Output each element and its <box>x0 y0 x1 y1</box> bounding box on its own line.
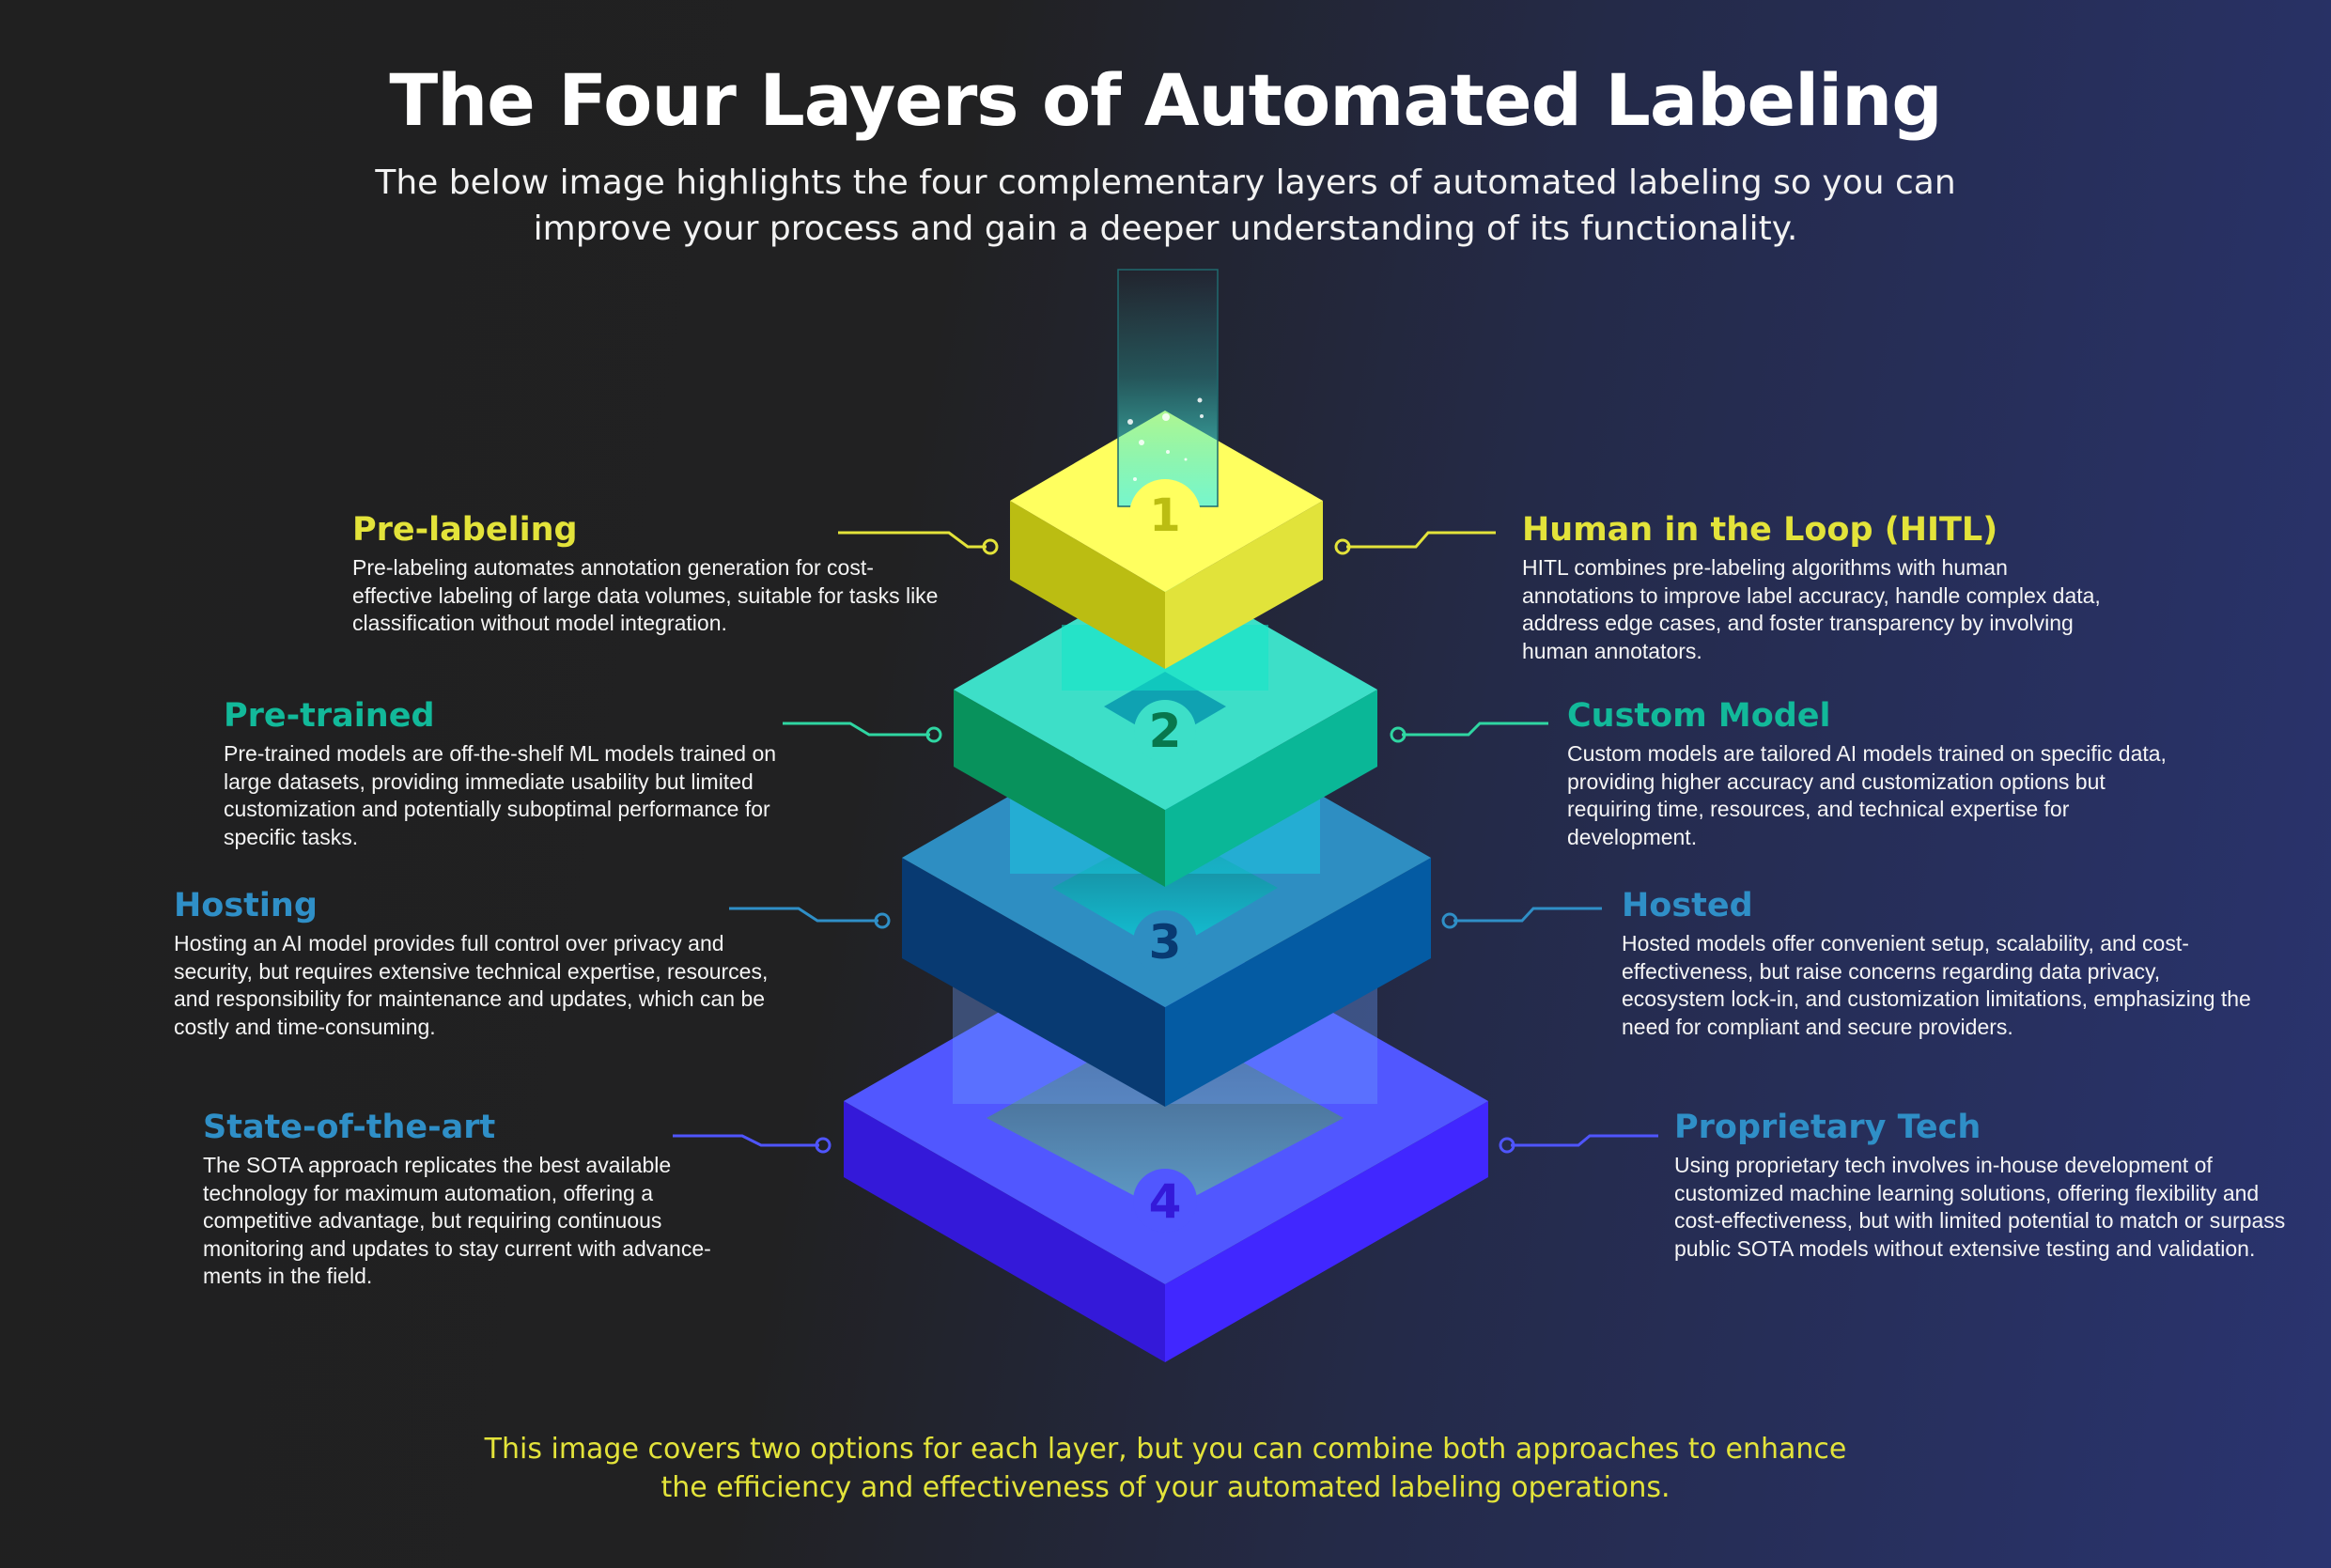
layer-2-right-title: Custom Model <box>1567 697 1831 735</box>
footer-line-2: the efficiency and effectiveness of your… <box>660 1471 1671 1504</box>
layer-1-right-block: Human in the Loop (HITL) HITL combines p… <box>1522 509 2105 665</box>
layer-1-number: 1 <box>1149 489 1180 542</box>
layer-4-left-title: State-of-the-art <box>203 1109 496 1146</box>
layer-2-left-title: Pre-trained <box>224 697 435 735</box>
layer-1-right-text: HITL combines pre-labeling algorithms wi… <box>1522 555 2101 663</box>
particles <box>1127 397 1204 481</box>
layer-4-number: 4 <box>1149 1174 1182 1229</box>
layer-4-right-title: Proprietary Tech <box>1674 1109 1981 1146</box>
layer-3-right-text: Hosted models offer convenient setup, sc… <box>1622 931 2251 1039</box>
page-subtitle: The below image highlights the four comp… <box>0 160 2331 252</box>
layer-2-right-text: Custom models are tailored AI models tra… <box>1567 741 2167 849</box>
connector-lines <box>673 531 1658 1154</box>
layer-1-left-text: Pre-labeling automates annotation genera… <box>352 555 939 635</box>
layer-3-left-title: Hosting <box>174 887 318 924</box>
layer-2-right-block: Custom Model Custom models are tailored … <box>1567 695 2178 851</box>
layer-1-left-title: Pre-labeling <box>352 511 578 549</box>
layer-1-left-block: Pre-labeling Pre-labeling automates anno… <box>352 509 954 638</box>
layer-2-left-text: Pre-trained models are off-the-shelf ML … <box>224 741 777 849</box>
layer-4-left-block: State-of-the-art The SOTA approach repli… <box>203 1107 757 1291</box>
footer-note: This image covers two options for each l… <box>0 1430 2331 1507</box>
layer-3-left-block: Hosting Hosting an AI model provides ful… <box>174 885 775 1041</box>
layer-4-right-block: Proprietary Tech Using proprietary tech … <box>1674 1107 2294 1263</box>
layer-2-number: 2 <box>1149 704 1182 758</box>
page-title: The Four Layers of Automated Labeling <box>389 58 1942 142</box>
footer-line-1: This image covers two options for each l… <box>484 1433 1847 1466</box>
layer-3-number: 3 <box>1149 915 1182 970</box>
layer-3-right-title: Hosted <box>1622 887 1753 924</box>
layer-4-right-text: Using proprietary tech involves in-house… <box>1674 1153 2286 1261</box>
layer-1-right-title: Human in the Loop (HITL) <box>1522 511 1998 549</box>
subtitle-line-1: The below image highlights the four comp… <box>375 163 1956 202</box>
layer-4-left-text: The SOTA approach replicates the best av… <box>203 1153 711 1288</box>
light-beam <box>1117 269 1219 507</box>
layer-3-left-text: Hosting an AI model provides full contro… <box>174 931 769 1039</box>
layer-2-left-block: Pre-trained Pre-trained models are off-t… <box>224 695 825 851</box>
layer-3-right-block: Hosted Hosted models offer convenient se… <box>1622 885 2261 1041</box>
layer-1-block: 1 <box>1010 269 1323 669</box>
subtitle-line-2: improve your process and gain a deeper u… <box>533 210 1798 248</box>
